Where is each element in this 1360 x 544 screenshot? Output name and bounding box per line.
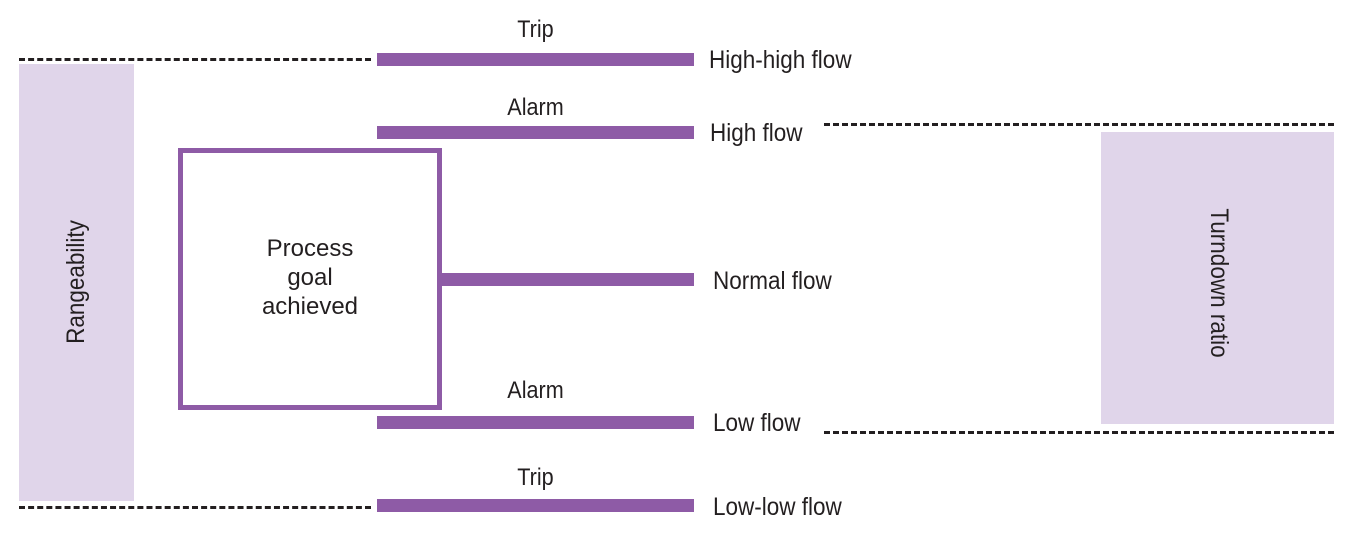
rangeability-panel bbox=[19, 64, 134, 501]
high-flow-bar bbox=[377, 126, 694, 139]
rangeability-label: Rangeability bbox=[62, 220, 90, 344]
normal-flow-bar bbox=[441, 273, 694, 286]
low-flow-label: Low flow bbox=[713, 409, 801, 437]
low-flow-dashed-line bbox=[824, 431, 1334, 434]
high-flow-label: High flow bbox=[710, 119, 803, 147]
high-high-dashed-line bbox=[19, 58, 371, 61]
trip-high-label: Trip bbox=[517, 16, 554, 43]
low-low-dashed-line bbox=[19, 506, 371, 509]
high-high-flow-bar bbox=[377, 53, 694, 66]
low-low-flow-bar bbox=[377, 499, 694, 512]
trip-low-label: Trip bbox=[517, 464, 554, 491]
alarm-high-label: Alarm bbox=[507, 94, 564, 121]
turndown-ratio-panel bbox=[1101, 132, 1334, 424]
normal-flow-label: Normal flow bbox=[713, 267, 832, 295]
high-flow-dashed-line bbox=[824, 123, 1334, 126]
process-goal-label: Process goal achieved bbox=[261, 235, 359, 320]
turndown-ratio-label: Turndown ratio bbox=[1205, 208, 1233, 358]
process-goal-box bbox=[178, 148, 442, 410]
low-flow-bar bbox=[377, 416, 694, 429]
high-high-flow-label: High-high flow bbox=[709, 46, 852, 74]
low-low-flow-label: Low-low flow bbox=[713, 493, 842, 521]
alarm-low-label: Alarm bbox=[507, 377, 564, 404]
